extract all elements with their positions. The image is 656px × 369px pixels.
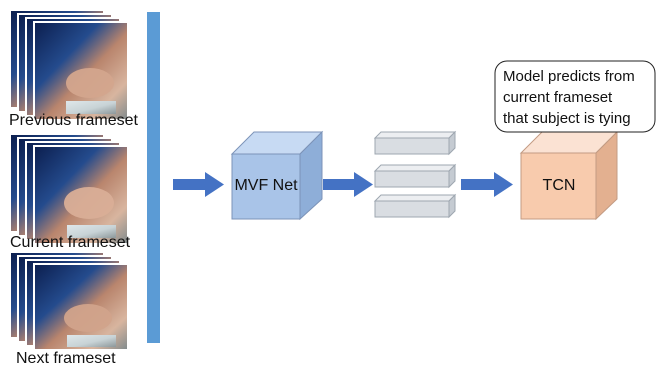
- arrow-to-features: [323, 172, 373, 197]
- previous-frameset-stack: [9, 9, 129, 121]
- vertical-blue-bar: [147, 12, 160, 343]
- callout-text: Model predicts from current frameset tha…: [503, 66, 656, 129]
- prediction-callout: [494, 60, 656, 133]
- next-frameset-label: Next frameset: [16, 350, 116, 367]
- feature-bar-top: [373, 130, 457, 156]
- feature-bar-middle: [373, 163, 457, 189]
- tcn-block: [519, 130, 619, 221]
- feature-bar-bottom: [373, 193, 457, 219]
- previous-frameset-label: Previous frameset: [9, 112, 138, 129]
- mvf-net-block: [230, 130, 324, 221]
- mvf-net-label: MVF Net: [234, 177, 298, 194]
- callout-line-3: that subject is tying: [503, 110, 631, 127]
- callout-line-1: Model predicts from: [503, 68, 635, 85]
- arrow-to-tcn: [461, 172, 513, 197]
- current-frameset-stack: [9, 133, 129, 245]
- arrow-to-mvf-net: [173, 172, 224, 197]
- next-frameset-stack: [9, 251, 129, 351]
- tcn-label: TCN: [542, 177, 576, 194]
- callout-line-2: current frameset: [503, 89, 613, 106]
- current-frameset-label: Current frameset: [10, 234, 131, 251]
